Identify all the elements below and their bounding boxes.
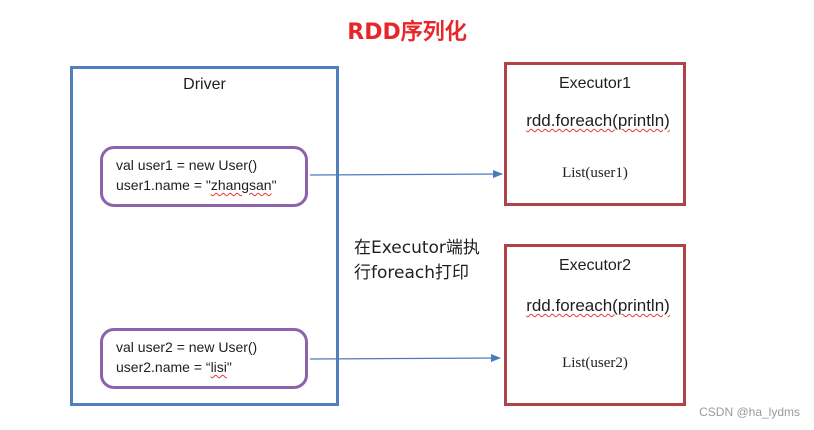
- diagram-title: RDD序列化: [347, 20, 467, 45]
- executor2-box: Executor2 rdd.foreach(println) List(user…: [504, 244, 686, 406]
- code-text: ": [226, 359, 232, 375]
- code-string-value: lisi: [210, 359, 227, 375]
- code-line-user1-decl: val user1 = new User(): [116, 157, 258, 173]
- code-line-user1-name: user1.name = "zhangsan": [116, 175, 305, 195]
- code-line-user2-name: user2.name = “lisi": [116, 357, 305, 377]
- code-line-user2-decl: val user2 = new User(): [116, 339, 258, 355]
- code-text: ": [271, 177, 277, 193]
- driver-code-block-1: val user1 = new User() user1.name = "zha…: [100, 146, 308, 207]
- note-line-2: 行foreach打印: [354, 263, 469, 283]
- executor1-box: Executor1 rdd.foreach(println) List(user…: [504, 62, 686, 206]
- code-text: user1.name = ": [116, 177, 211, 193]
- executor1-code: rdd.foreach(println): [526, 111, 670, 130]
- driver-code-block-2: val user2 = new User() user2.name = “lis…: [100, 328, 308, 389]
- executor2-code: rdd.foreach(println): [526, 296, 670, 315]
- executor2-list: List(user2): [562, 355, 628, 371]
- watermark: CSDN @ha_lydms: [699, 405, 800, 419]
- code-string-value: zhangsan: [210, 177, 272, 193]
- arrow-to-executor1: [309, 170, 503, 179]
- arrow-to-executor2: [309, 354, 501, 363]
- note-line-1: 在Executor端执: [354, 238, 480, 258]
- executor1-label: Executor1: [558, 75, 632, 92]
- driver-box: Driver: [70, 66, 339, 406]
- code-text: user2.name = “: [116, 359, 211, 375]
- executor-note: 在Executor端执 行foreach打印: [354, 236, 480, 286]
- driver-label: Driver: [183, 76, 226, 93]
- executor2-label: Executor2: [558, 257, 632, 274]
- executor1-list: List(user1): [562, 165, 628, 181]
